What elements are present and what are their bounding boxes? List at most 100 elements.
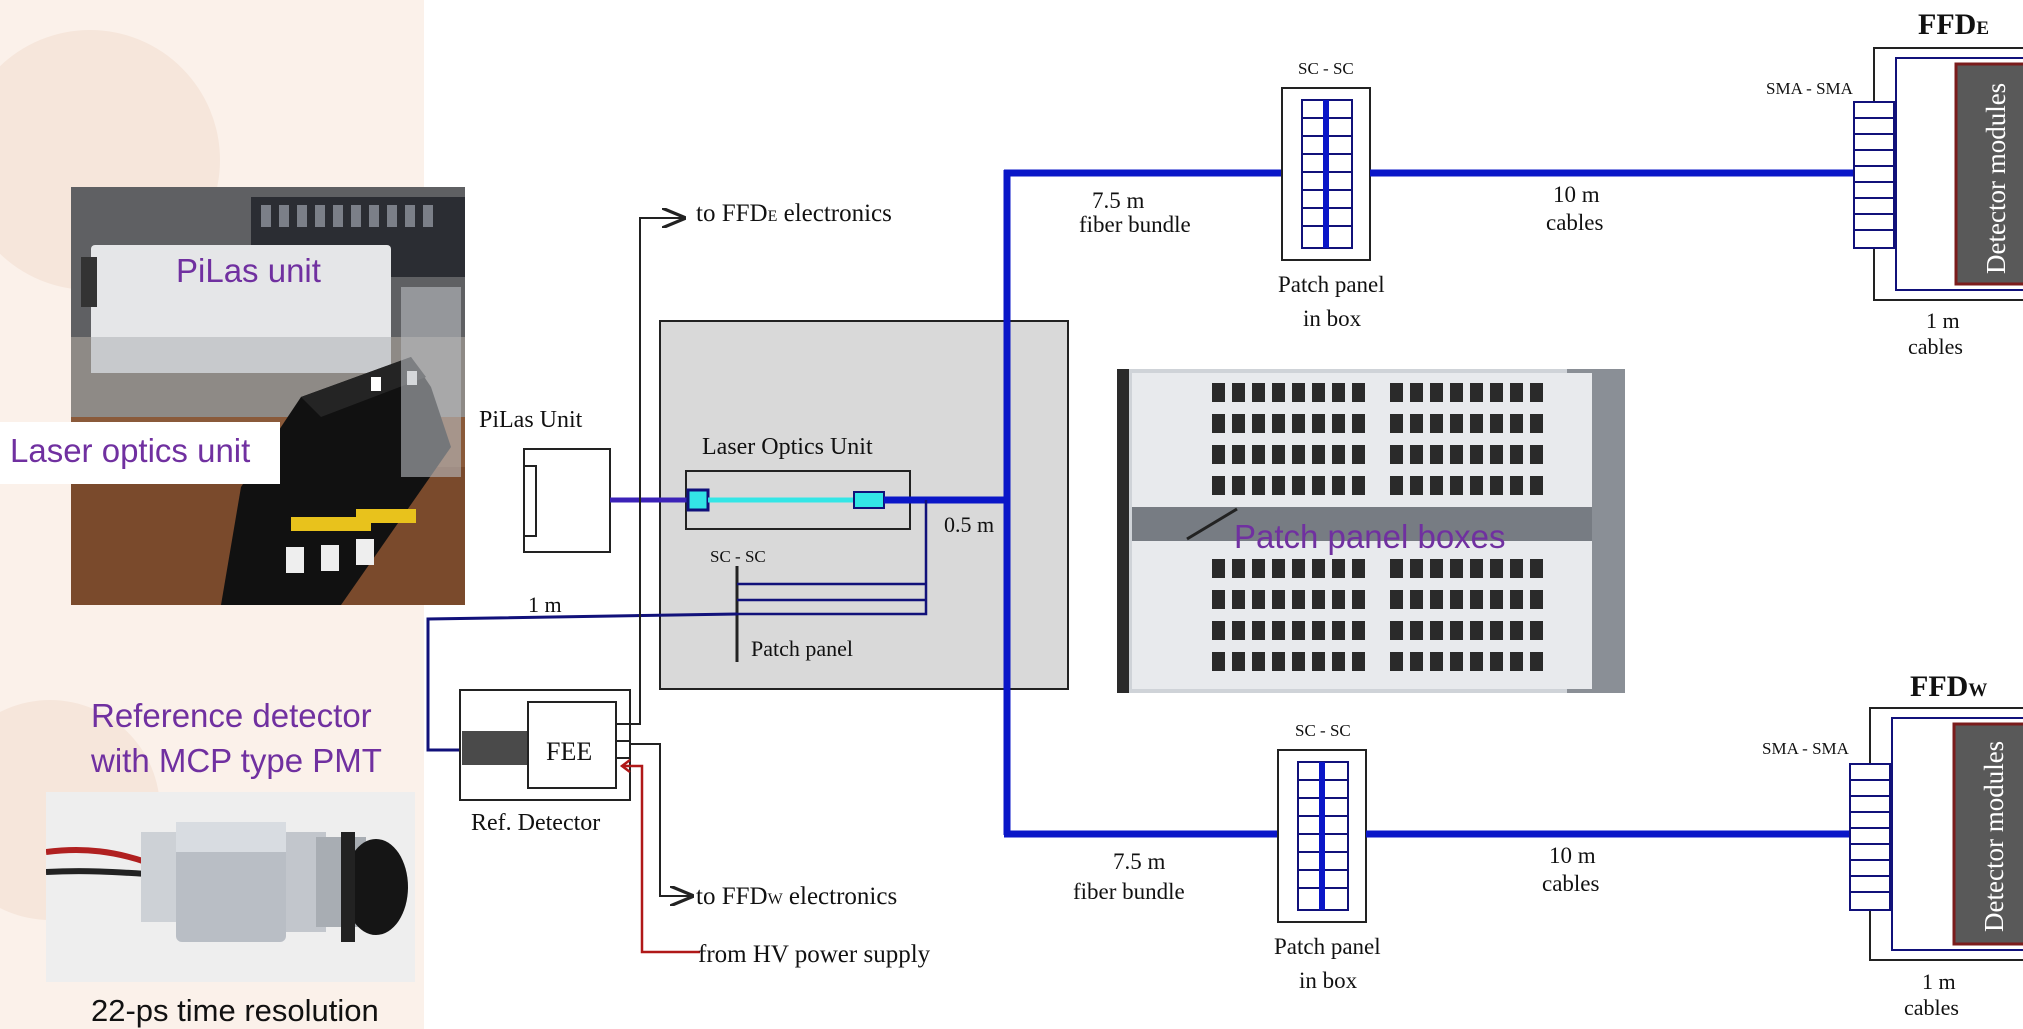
patch-panel-boxes-art xyxy=(1117,369,1625,693)
patch-port xyxy=(1510,476,1523,495)
pilas-unit-box xyxy=(523,448,611,553)
west-sma-sma: SMA - SMA xyxy=(1762,739,1850,758)
patch-port xyxy=(1292,590,1305,609)
patch-port xyxy=(1292,445,1305,464)
reference-detector-photo-art xyxy=(46,792,415,982)
patch-port xyxy=(1510,652,1523,671)
patch-port xyxy=(1272,414,1285,433)
patch-port xyxy=(1352,445,1365,464)
patch-port xyxy=(1430,621,1443,640)
fee-box xyxy=(527,701,617,789)
patch-port xyxy=(1232,445,1245,464)
patch-port xyxy=(1470,590,1483,609)
patch-port xyxy=(1510,383,1523,402)
patch-port xyxy=(1390,414,1403,433)
patch-port xyxy=(1272,476,1285,495)
patch-port xyxy=(1252,652,1265,671)
pilas-unit-text: PiLas Unit xyxy=(479,407,583,433)
patch-port xyxy=(1390,621,1403,640)
west-fiber-length: 7.5 m xyxy=(1113,849,1166,874)
patch-port xyxy=(1410,383,1423,402)
ref-detector-text: Ref. Detector xyxy=(471,810,600,836)
patch-port xyxy=(1510,445,1523,464)
patch-port xyxy=(1272,652,1285,671)
patch-port xyxy=(1332,476,1345,495)
patch-port xyxy=(1212,652,1225,671)
east-detector-modules xyxy=(1954,62,2023,286)
length-1m: 1 m xyxy=(528,592,562,617)
patch-port xyxy=(1332,621,1345,640)
patch-port xyxy=(1352,621,1365,640)
from-hv-text: from HV power supply xyxy=(698,941,931,968)
patch-port xyxy=(1510,621,1523,640)
patch-port xyxy=(1252,621,1265,640)
patch-cable-1 xyxy=(737,500,928,616)
west-cable-length: 10 m xyxy=(1549,843,1596,868)
patch-port xyxy=(1430,383,1443,402)
patch-port xyxy=(1530,476,1543,495)
patch-port xyxy=(1510,559,1523,578)
length-0-5m: 0.5 m xyxy=(944,512,994,537)
patch-port xyxy=(1530,652,1543,671)
reference-detector-label-line2: with MCP type PMT xyxy=(91,742,382,779)
west-sma-rack xyxy=(1849,763,1891,911)
patch-port xyxy=(1252,414,1265,433)
patch-panel-boxes-photo xyxy=(1117,369,1625,693)
patch-port xyxy=(1490,476,1503,495)
patch-port xyxy=(1490,590,1503,609)
patch-port xyxy=(1232,476,1245,495)
patch-port xyxy=(1430,559,1443,578)
patch-panel-boxes-label: Patch panel boxes xyxy=(1234,518,1506,555)
patch-port xyxy=(1212,476,1225,495)
patch-port xyxy=(1312,590,1325,609)
patch-port xyxy=(1450,652,1463,671)
patch-port xyxy=(1410,476,1423,495)
patch-panel-text: Patch panel xyxy=(751,636,853,661)
to-ffdw-text: to FFDW electronics xyxy=(696,883,897,910)
west-fiber-label: fiber bundle xyxy=(1073,879,1185,904)
patch-port xyxy=(1530,414,1543,433)
patch-port xyxy=(1232,383,1245,402)
patch-port xyxy=(1450,590,1463,609)
west-patch-line2: in box xyxy=(1299,968,1358,993)
west-patch-line1: Patch panel xyxy=(1274,934,1381,959)
patch-port xyxy=(1272,590,1285,609)
patch-port xyxy=(1390,590,1403,609)
laser-optics-label-box xyxy=(0,422,280,484)
patch-port xyxy=(1450,559,1463,578)
east-fiber-label: fiber bundle xyxy=(1079,212,1191,237)
laser-optics-unit-label: Laser optics unit xyxy=(10,432,251,469)
east-patch-line1: Patch panel xyxy=(1278,272,1385,297)
west-title: FFDW xyxy=(1910,670,1987,703)
optics-output-connector xyxy=(853,491,885,509)
patch-port xyxy=(1252,559,1265,578)
patch-port xyxy=(1332,559,1345,578)
to-ffdw-line xyxy=(630,743,692,896)
patch-port xyxy=(1470,621,1483,640)
patch-port xyxy=(1232,652,1245,671)
pilas-unit-label: PiLas unit xyxy=(176,252,321,289)
east-branch: SC - SC 7.5 m fiber bundle 10 m cables P… xyxy=(1079,8,2023,359)
patch-port xyxy=(1332,652,1345,671)
west-cable-label: cables xyxy=(1542,871,1600,896)
patch-port xyxy=(1450,621,1463,640)
patch-port xyxy=(1312,383,1325,402)
patch-port xyxy=(1352,652,1365,671)
patch-port xyxy=(1410,445,1423,464)
patch-port xyxy=(1352,383,1365,402)
patch-port xyxy=(1450,414,1463,433)
patch-port xyxy=(1292,414,1305,433)
east-short-length: 1 m xyxy=(1926,308,1960,333)
patch-port xyxy=(1430,414,1443,433)
hv-line xyxy=(622,764,700,954)
patch-port xyxy=(1332,445,1345,464)
patch-port xyxy=(1292,476,1305,495)
patch-port xyxy=(1410,414,1423,433)
east-cable-length: 10 m xyxy=(1553,182,1600,207)
reference-detector-label-line1: Reference detector xyxy=(91,697,372,734)
time-resolution-caption: 22-ps time resolution xyxy=(91,993,379,1028)
patch-port xyxy=(1470,383,1483,402)
patch-port xyxy=(1470,559,1483,578)
